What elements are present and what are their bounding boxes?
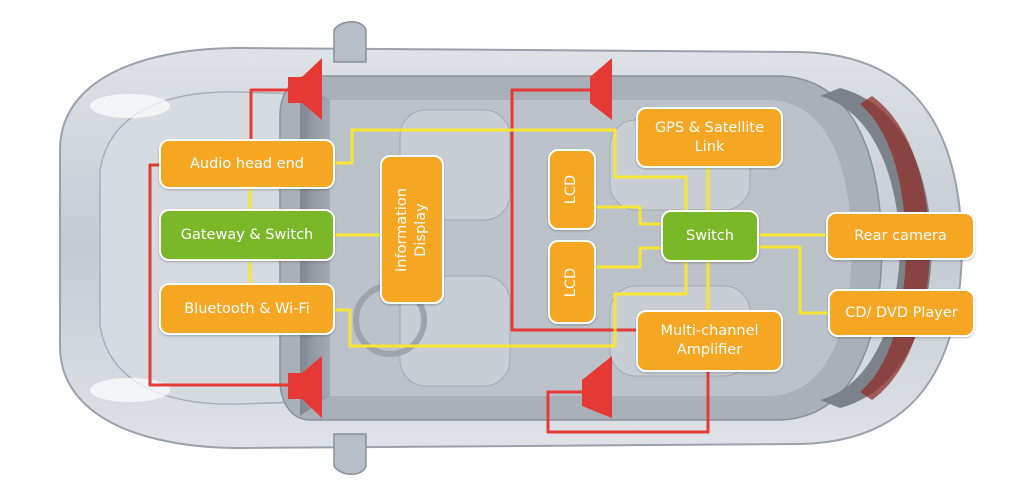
audio-link-head-to-front-left-speaker [249,88,300,140]
switch-label: Switch [686,227,734,244]
data-link-lcd-upper-to-switch [594,205,663,226]
data-link-switch-to-cd-dvd [757,245,830,315]
audio-link-head-to-front-right-speaker [148,163,300,387]
speaker-rear-left-icon [590,58,612,120]
gateway-switch-node: Gateway & Switch [159,209,335,261]
information-display-label: Information Display [394,187,429,272]
cd-dvd-player-label: CD/ DVD Player [845,304,958,321]
audio-head-end-label: Audio head end [190,155,304,172]
data-link-bluetooth-to-switch [333,260,688,348]
audio-links [148,88,710,434]
gps-satellite-node: GPS & Satellite Link [636,107,783,168]
multichannel-amplifier-node: Multi-channel Amplifier [636,310,783,372]
speaker-front-left-icon [288,58,322,120]
switch-node: Switch [661,210,759,262]
bluetooth-wifi-node: Bluetooth & Wi-Fi [159,283,335,335]
multichannel-amplifier-label: Multi-channel Amplifier [660,323,759,358]
audio-link-amp-to-rear-right-speaker [546,370,710,434]
speaker-rear-right-icon [582,356,612,418]
rear-camera-label: Rear camera [854,227,947,244]
cd-dvd-player-node: CD/ DVD Player [828,289,975,337]
data-link-lcd-lower-to-switch [594,246,663,269]
audio-head-end-node: Audio head end [159,139,335,189]
lcd-upper-node: LCD [548,149,596,230]
gps-satellite-label: GPS & Satellite Link [654,119,765,155]
audio-link-amp-to-rear-left-speaker [510,88,637,332]
lcd-upper-label: LCD [563,174,580,205]
gateway-switch-label: Gateway & Switch [180,226,314,243]
bluetooth-wifi-label: Bluetooth & Wi-Fi [184,300,310,317]
speaker-front-right-icon [288,356,322,418]
rear-camera-node: Rear camera [826,212,975,260]
lcd-lower-label: LCD [563,267,580,297]
lcd-lower-node: LCD [548,240,596,324]
information-display-node: Information Display [380,155,444,304]
